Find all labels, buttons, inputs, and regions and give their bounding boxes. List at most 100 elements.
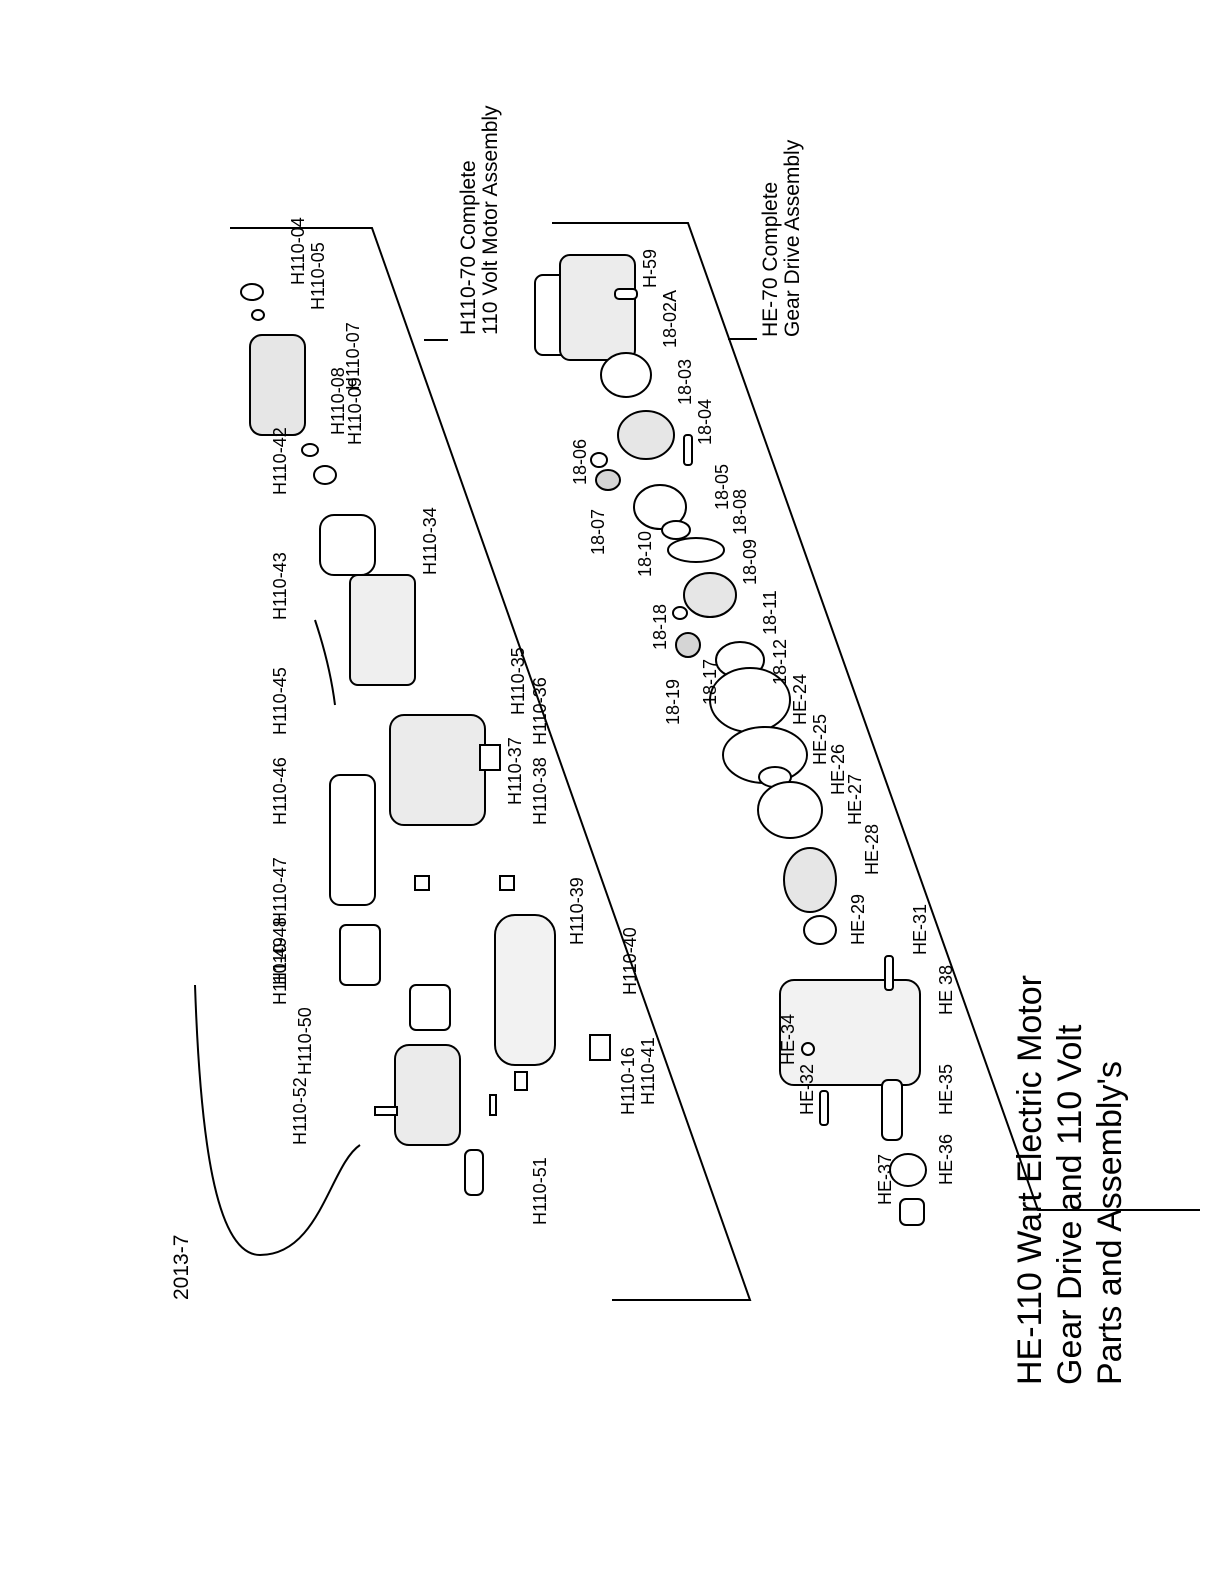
part-label: H110-36 xyxy=(530,677,550,745)
title-line-2: Gear Drive and 110 Volt xyxy=(1051,1024,1089,1385)
pin-18-05-part xyxy=(683,434,693,466)
armature-h110-07-part xyxy=(249,334,306,436)
part-label: HE-35 xyxy=(936,1063,956,1115)
switch-h110-48-part xyxy=(409,984,451,1031)
date-code: 2013-7 xyxy=(170,1234,193,1300)
gear-case-he38-part xyxy=(779,979,921,1086)
part-label: 18-09 xyxy=(740,538,760,585)
motor-housing-h110-36-part xyxy=(389,714,486,826)
part-label: HE-32 xyxy=(797,1063,817,1115)
nut-he34-part xyxy=(801,1042,815,1056)
part-label: HE-31 xyxy=(910,903,930,955)
gear-housing-part xyxy=(559,254,636,361)
bearing-h110-04-part xyxy=(240,283,264,301)
gear-18-18-part xyxy=(672,606,688,620)
gear-assembly-bracket xyxy=(552,222,1200,1211)
part-label: H110-42 xyxy=(270,427,290,495)
washer-18-10-part xyxy=(661,520,691,540)
spindle-he35-part xyxy=(881,1079,903,1141)
part-label: H110-43 xyxy=(270,552,290,620)
bearing-18-08-part xyxy=(633,484,687,530)
part-label: H110-47 xyxy=(270,857,290,925)
part-label: HE-28 xyxy=(862,823,882,875)
gear-he28-part xyxy=(783,847,837,913)
part-label: H110-38 xyxy=(530,757,550,825)
part-label: H110-51 xyxy=(530,1157,550,1225)
part-label: H110-50 xyxy=(295,1007,315,1075)
part-label: HE-27 xyxy=(845,773,865,825)
pin-he31-part xyxy=(884,955,894,991)
part-label: HE-24 xyxy=(790,673,810,725)
motor-assembly-line-2: 110 Volt Motor Assembly xyxy=(479,105,502,335)
part-label: 18-17 xyxy=(700,658,720,705)
switch-h110-47-part xyxy=(339,924,381,986)
label-h110-40-part xyxy=(589,1034,611,1061)
part-label: HE-34 xyxy=(778,1013,798,1065)
title-line-3: Parts and Assembly's xyxy=(1091,1061,1129,1385)
washer-h110-05-part xyxy=(251,309,265,321)
part-label: H110-16 xyxy=(618,1047,638,1115)
part-label: 18-08 xyxy=(730,488,750,535)
part-label: 18-10 xyxy=(635,530,655,577)
brush-h110-38-part xyxy=(499,875,515,891)
motor-assembly-line-1: H110-70 Complete xyxy=(457,160,480,335)
gear-assembly-line-2: Gear Drive Assembly xyxy=(781,139,804,337)
gear-18-04-part xyxy=(617,410,675,460)
bearing-h110-09-part xyxy=(313,465,337,485)
part-label: H110-04 xyxy=(288,217,308,285)
motor-parts xyxy=(194,283,611,1257)
part-label: HE-37 xyxy=(875,1153,895,1205)
part-label: H110-09 xyxy=(345,377,365,445)
cord-h110-52-part xyxy=(194,984,361,1257)
screw-he32-part xyxy=(819,1090,829,1126)
h59-pin-part xyxy=(614,288,638,300)
part-label: H110-45 xyxy=(270,667,290,735)
part-label: H110-40 xyxy=(620,927,640,995)
part-label: 18-19 xyxy=(663,678,683,725)
part-label: 18-04 xyxy=(695,398,715,445)
gear-18-07-part xyxy=(595,469,621,491)
part-label: 18-18 xyxy=(650,603,670,650)
part-label: 18-12 xyxy=(770,638,790,685)
part-label: H110-35 xyxy=(508,647,528,715)
gear-18-19-part xyxy=(675,632,701,658)
washer-h110-08-part xyxy=(301,443,319,457)
part-label: H110-49 xyxy=(270,937,290,1005)
part-label: 18-03 xyxy=(675,358,695,405)
baffle-h110-42-part xyxy=(319,514,376,576)
screw-h110-50-part xyxy=(374,1106,398,1116)
screw-h110-16-part xyxy=(489,1094,497,1116)
part-label: 18-06 xyxy=(570,438,590,485)
part-label: H110-39 xyxy=(567,877,587,945)
motor-assembly-bracket xyxy=(230,227,752,1301)
part-label: 18-02A xyxy=(660,289,680,348)
bearing-he27-part xyxy=(757,781,823,839)
part-label: HE-36 xyxy=(936,1133,956,1185)
handle-h110-49-part xyxy=(394,1044,461,1146)
part-label: H110-37 xyxy=(505,737,525,805)
bushing-he37-part xyxy=(899,1198,925,1226)
part-label: 18-07 xyxy=(588,508,608,555)
trigger-h110-41-part xyxy=(514,1071,528,1091)
part-label: 18-05 xyxy=(712,463,732,510)
gear-assembly-line-1: HE-70 Complete xyxy=(759,181,782,337)
circlip-18-09-part xyxy=(667,537,725,563)
bearing-18-03-part xyxy=(600,352,652,398)
gear-18-11-part xyxy=(683,572,737,618)
gear-18-06-part xyxy=(590,452,608,468)
gear-drive-parts xyxy=(534,254,927,1226)
part-label: H110-05 xyxy=(308,242,328,310)
part-label: H110-52 xyxy=(290,1077,310,1145)
bearing-he36-part xyxy=(889,1153,927,1187)
part-label: HE-25 xyxy=(810,713,830,765)
part-label: 18-11 xyxy=(760,590,780,635)
part-label: H110-34 xyxy=(420,507,440,575)
brush-h110-37-part xyxy=(414,875,430,891)
part-label: H-59 xyxy=(640,248,660,288)
wire-h110-43-part xyxy=(314,619,336,706)
part-label: H110-46 xyxy=(270,757,290,825)
cover-h110-45-part xyxy=(329,774,376,906)
